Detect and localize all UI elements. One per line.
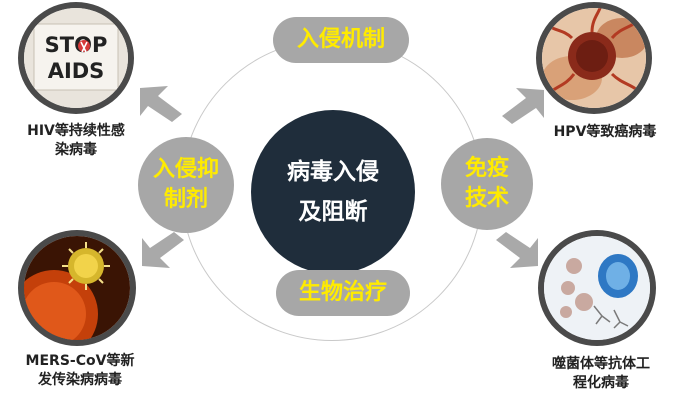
image-hpv-virus [536,2,652,114]
stop-aids-sign-line1: STOP [45,33,108,57]
caption-hiv: HIV等持续性感 染病毒 [4,122,148,160]
arrow-to-top-right [502,88,544,124]
node-entry-mechanism-label: 入侵机制 [296,27,385,52]
stop-aids-sign: STOP AIDS [24,8,128,108]
node-biotherapy: 生物治疗 [276,270,410,316]
center-title-line1: 病毒入侵 [287,159,379,185]
caption-phage: 噬菌体等抗体工 程化病毒 [526,355,676,393]
center-title-line2: 及阻断 [298,199,368,225]
caption-mers-line2: 发传染病病毒 [38,372,122,388]
image-stop-aids: STOP AIDS [18,2,134,114]
arrow-to-bottom-right [496,232,538,268]
node-entry-mechanism: 入侵机制 [273,17,409,63]
caption-hpv-line1: HPV等致癌病毒 [553,124,657,140]
caption-phage-line1: 噬菌体等抗体工 [552,356,650,372]
caption-mers: MERS-CoV等新 发传染病病毒 [6,352,154,390]
hpv-virus-illustration [542,8,646,108]
caption-phage-line2: 程化病毒 [573,375,629,391]
caption-hiv-line2: 染病毒 [55,142,97,158]
node-immune-technology-line2: 技术 [464,186,509,211]
node-entry-inhibitor: 入侵抑 制剂 [138,137,234,233]
image-mers-cov [18,230,136,346]
image-phage-antibody [538,230,656,346]
phage-antibody-illustration [544,236,650,340]
node-entry-inhibitor-line2: 制剂 [163,187,208,212]
caption-hiv-line1: HIV等持续性感 [27,123,125,139]
stop-aids-sign-line2: AIDS [48,59,105,83]
mers-cov-illustration [24,236,130,340]
center-topic: 病毒入侵 及阻断 [251,110,415,274]
node-entry-inhibitor-line1: 入侵抑 [152,157,219,182]
caption-mers-line1: MERS-CoV等新 [25,353,135,369]
node-biotherapy-label: 生物治疗 [298,280,387,305]
caption-hpv: HPV等致癌病毒 [530,123,680,142]
arrow-to-top-left [140,86,182,122]
arrow-to-bottom-left [142,232,184,268]
node-immune-technology: 免疫 技术 [441,138,533,230]
node-immune-technology-line1: 免疫 [464,156,509,181]
